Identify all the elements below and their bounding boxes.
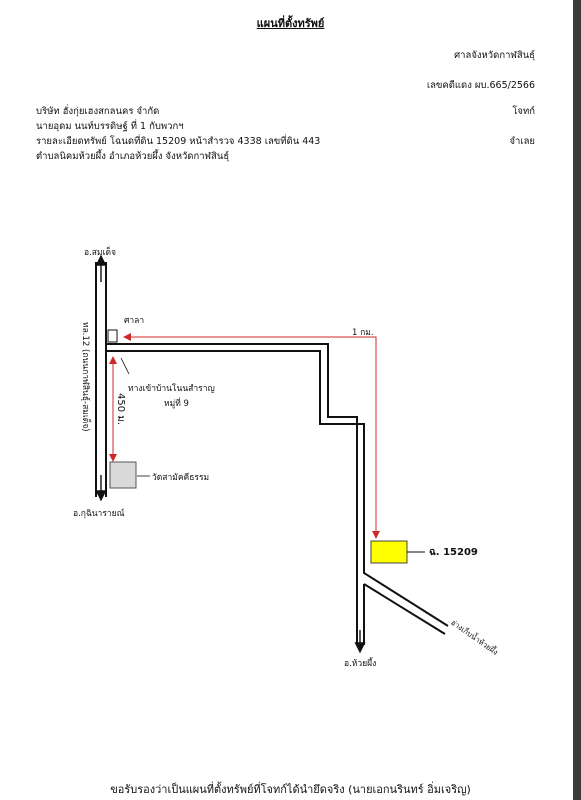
label-1km: 1 กม. [352, 328, 374, 338]
label-to-somdet: อ.สมเด็จ [84, 248, 117, 258]
property-location: ตำบลนิคมห้วยผึ้ง อำเภอห้วยผึ้ง จังหวัดกา… [36, 151, 230, 162]
scrollbar-edge [573, 0, 581, 800]
plaintiff-name: บริษัท ฮั่งกุ่ยเฮงสกลนคร จำกัด [36, 106, 160, 117]
sala-marker [107, 329, 118, 343]
plaintiff-role: โจทก์ [512, 106, 535, 117]
village-leader-line [120, 357, 130, 375]
label-village-entrance: ทางเข้าบ้านโนนสำราญ [128, 384, 215, 394]
certification-text: ขอรับรองว่าเป็นแผนที่ตั้งทรัพย์ที่โจทก์ไ… [110, 783, 471, 796]
label-to-kuchinarai: อ.กุฉินารายณ์ [73, 509, 125, 519]
defendant-role: จำเลย [509, 136, 535, 147]
label-450m: 450 ม. [115, 393, 126, 426]
label-sala: ศาลา [124, 316, 145, 326]
distance-1km-arrow [123, 333, 377, 533]
label-highway: ทล.12 (ถนนกาฬสินธุ์-สมเด็จ) [80, 322, 90, 432]
plot-marker [370, 540, 408, 564]
side-road-outer [106, 343, 358, 645]
label-plot: ฉ. 15209 [429, 547, 478, 558]
document-title: แผนที่ตั้งทรัพย์ [256, 17, 325, 30]
court-name: ศาลจังหวัดกาฬสินธุ์ [454, 50, 535, 61]
temple-marker [109, 461, 137, 489]
reservoir-road-lower [363, 583, 446, 635]
label-to-huaiphueng: อ.ห้วยผึ้ง [344, 659, 377, 669]
label-temple: วัดสามัคคีธรรม [152, 473, 210, 483]
side-road-inner [106, 350, 449, 627]
property-details: รายละเอียดทรัพย์ โฉนดที่ดิน 15209 หน้าสำ… [36, 136, 321, 147]
defendant-name: นายอุดม นนท์บรรดิษฐ์ ที่ 1 กับพวกฯ [36, 121, 184, 132]
case-number: เลขคดีแดง ผบ.665/2566 [426, 80, 535, 91]
label-village-moo: หมู่ที่ 9 [164, 399, 189, 409]
